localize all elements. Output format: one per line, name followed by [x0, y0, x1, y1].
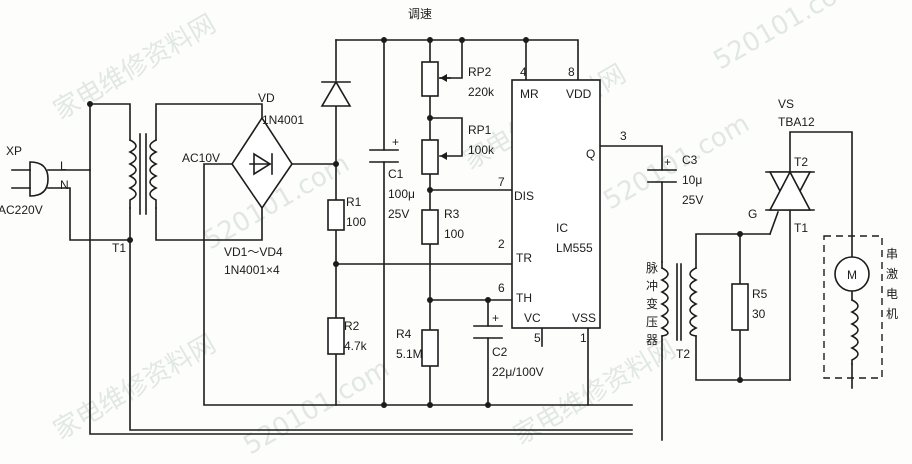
ic-lm555: 4 8 MR VDD 3 Q 7 DIS IC LM555 2 TR 6 TH … — [498, 65, 627, 345]
pin-mr: MR — [520, 87, 539, 101]
rp1-value: 100k — [468, 143, 495, 157]
r1-ref: R1 — [346, 195, 362, 209]
vd-ref: VD — [258, 91, 275, 105]
r5-value: 30 — [752, 307, 766, 321]
watermark-text: 家电维修资料网 — [49, 329, 222, 446]
bridge-ref: VD1～VD4 — [224, 245, 283, 259]
pin-4-number: 4 — [520, 65, 527, 79]
bridge-secondary: AC10V — [182, 151, 220, 165]
pin-6-number: 6 — [498, 281, 505, 295]
pulse-char-5: 器 — [646, 333, 658, 347]
r5-ref: R5 — [752, 287, 768, 301]
c3-ref: C3 — [682, 153, 698, 167]
resistor-r3: R3 100 — [421, 207, 464, 245]
motor-char-3: 电 — [886, 287, 898, 301]
r4-value: 5.1M — [396, 347, 423, 361]
r2-ref: R2 — [344, 319, 360, 333]
watermark-text: 家电维修资料网 — [49, 9, 222, 126]
c2-ref: C2 — [492, 345, 508, 359]
svg-text:+: + — [492, 311, 499, 325]
bridge-part: 1N4001×4 — [224, 263, 280, 277]
rp2-value: 220k — [468, 85, 495, 99]
rp1-ref: RP1 — [468, 123, 492, 137]
diagram-title: 调速 — [408, 7, 432, 21]
pin-q: Q — [586, 147, 595, 161]
plug-xp: XP L N AC220V — [0, 144, 129, 241]
pin-vss: VSS — [572, 311, 596, 325]
pin-7-number: 7 — [498, 175, 505, 189]
series-motor: M 串 激 电 机 — [823, 235, 898, 379]
transformer-t1: T1 — [112, 133, 158, 255]
capacitor-c2: + C2 22μ/100V — [473, 311, 544, 379]
r3-value: 100 — [444, 227, 464, 241]
triac-gate: G — [748, 207, 757, 221]
triac-vs: VS TBA12 T2 T1 G — [748, 97, 815, 236]
junctions — [87, 37, 743, 408]
c1-ref: C1 — [388, 167, 404, 181]
plug-neutral: N — [60, 178, 69, 192]
potentiometer-rp2: RP2 220k — [421, 61, 495, 99]
r4-ref: R4 — [396, 327, 412, 341]
t2-ref: T2 — [676, 347, 690, 361]
svg-text:+: + — [392, 135, 399, 149]
ic-ref: IC — [556, 221, 568, 235]
pin-dis: DIS — [514, 189, 534, 203]
pin-5-number: 5 — [534, 331, 541, 345]
motor-char-4: 机 — [886, 307, 898, 321]
pin-vdd: VDD — [566, 87, 592, 101]
triac-t1: T1 — [794, 221, 808, 235]
triac-part: TBA12 — [778, 115, 815, 129]
watermark-url: 520101.com — [239, 354, 395, 462]
plug-line: L — [60, 159, 67, 173]
pin-tr: TR — [516, 251, 532, 265]
motor-char-1: 串 — [886, 247, 898, 261]
pin-vc: VC — [524, 311, 541, 325]
potentiometer-rp1: RP1 100k — [421, 123, 495, 175]
pulse-transformer-t2: 脉 冲 变 压 器 T2 — [646, 260, 698, 361]
r2-value: 4.7k — [344, 339, 368, 353]
pulse-char-3: 变 — [646, 296, 658, 311]
ic-part: LM555 — [556, 241, 593, 255]
motor-char-2: 激 — [886, 267, 898, 281]
svg-text:+: + — [664, 155, 671, 169]
vd-part: 1N4001 — [262, 113, 304, 127]
pulse-char-4: 压 — [646, 315, 658, 329]
bridge-rectifier: AC10V VD 1N4001 VD1～VD4 1N4001×4 — [182, 91, 304, 277]
c1-value: 100μ — [388, 187, 415, 201]
c1-voltage: 25V — [388, 207, 409, 221]
r3-ref: R3 — [444, 207, 460, 221]
triac-t2: T2 — [794, 155, 808, 169]
pin-3-number: 3 — [620, 129, 627, 143]
rp2-ref: RP2 — [468, 65, 492, 79]
pin-2-number: 2 — [498, 237, 505, 251]
r1-value: 100 — [346, 215, 366, 229]
plug-voltage: AC220V — [0, 203, 43, 217]
resistor-r1: R1 100 — [327, 195, 366, 231]
plug-ref: XP — [6, 144, 22, 158]
pin-th: TH — [516, 291, 532, 305]
pin-1-number: 1 — [580, 331, 587, 345]
watermark-url: 520101.com — [709, 0, 865, 76]
resistor-r2: R2 4.7k — [327, 317, 368, 355]
diode-vd — [320, 80, 352, 107]
c3-value: 10μ — [682, 173, 702, 187]
pulse-char-1: 脉 — [646, 260, 658, 275]
motor-symbol: M — [847, 268, 857, 282]
triac-ref: VS — [778, 97, 794, 111]
capacitor-c1: + C1 100μ 25V — [369, 135, 415, 221]
pin-8-number: 8 — [568, 65, 575, 79]
c3-voltage: 25V — [682, 193, 703, 207]
capacitor-c3: + C3 10μ 25V — [647, 153, 703, 207]
t1-ref: T1 — [112, 241, 126, 255]
pulse-char-2: 冲 — [646, 278, 658, 293]
resistor-r4: R4 5.1M — [396, 327, 439, 367]
watermark-url: 520101.com — [599, 109, 755, 217]
c2-value: 22μ/100V — [492, 365, 544, 379]
resistor-r5: R5 30 — [731, 283, 768, 331]
